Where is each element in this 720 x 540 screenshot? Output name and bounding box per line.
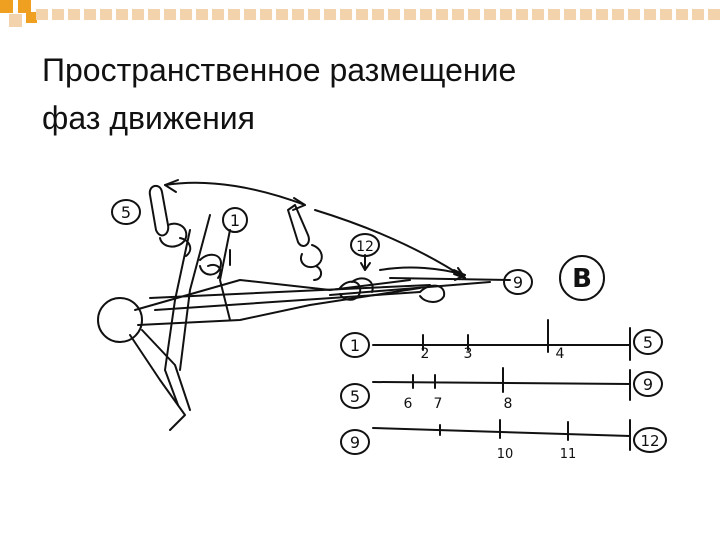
slide-title: Пространственное размещение фаз движения — [42, 46, 682, 142]
hand-phase-1 — [199, 253, 222, 279]
svg-text:4: 4 — [556, 346, 565, 362]
movement-phases-sketch: 5 1 12 9 B 1 5 2 3 4 5 9 — [97, 179, 667, 462]
title-line-2: фаз движения — [42, 100, 255, 136]
svg-text:12: 12 — [640, 432, 659, 450]
svg-text:B: B — [572, 264, 592, 294]
svg-text:11: 11 — [560, 447, 577, 462]
hand-mid — [287, 204, 323, 281]
svg-text:6: 6 — [404, 396, 413, 412]
svg-text:10: 10 — [497, 447, 514, 462]
label-phase-1: 1 — [222, 207, 248, 233]
timeline-1: 1 5 2 3 4 — [340, 319, 663, 362]
svg-text:5: 5 — [121, 203, 131, 222]
label-phase-9: 9 — [503, 269, 533, 295]
svg-text:1: 1 — [230, 211, 240, 230]
svg-text:3: 3 — [464, 346, 473, 362]
timeline-2: 5 9 6 7 8 — [340, 367, 663, 412]
svg-text:5: 5 — [643, 333, 653, 352]
svg-text:9: 9 — [513, 273, 523, 292]
svg-text:2: 2 — [421, 346, 430, 362]
title-line-1: Пространственное размещение — [42, 52, 517, 88]
svg-text:9: 9 — [350, 433, 360, 452]
svg-text:8: 8 — [504, 396, 513, 412]
corner-decoration — [0, 0, 37, 27]
svg-text:9: 9 — [643, 375, 653, 394]
timeline-3: 9 12 10 11 — [340, 419, 667, 462]
label-phase-5: 5 — [111, 199, 141, 225]
label-letter-b: B — [559, 255, 605, 301]
hand-release — [329, 277, 511, 303]
svg-text:12: 12 — [356, 239, 374, 255]
svg-text:5: 5 — [350, 387, 360, 406]
athlete-body — [129, 214, 431, 431]
motion-arrows — [164, 179, 466, 281]
hand-phase-5 — [148, 184, 192, 257]
top-decorative-bar — [36, 9, 720, 20]
label-phase-12: 12 — [350, 233, 380, 257]
athlete-head — [97, 297, 143, 343]
svg-text:1: 1 — [350, 336, 360, 355]
svg-text:7: 7 — [434, 396, 443, 412]
